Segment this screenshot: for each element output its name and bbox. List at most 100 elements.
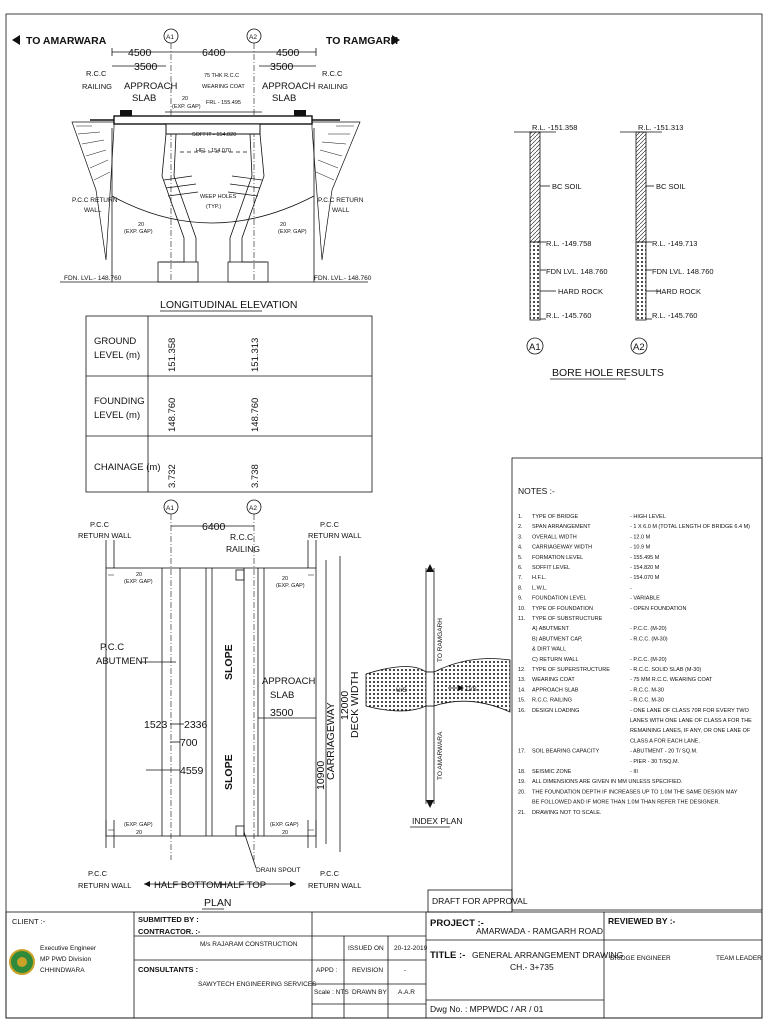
note-number: 20. — [518, 789, 526, 795]
fdn-right-label: FDN. LVL.- 148.760 — [314, 275, 372, 282]
note-key: B) ABUTMENT CAP, — [532, 636, 583, 642]
consultants-value: SAWYTECH ENGINEERING SERVICES — [198, 981, 317, 988]
index-plan: U/S D/S TO RAMGARH TO AMARWARA INDEX PLA… — [365, 564, 511, 828]
a2-tag: A2 — [633, 342, 645, 353]
revision-value: - — [404, 967, 406, 974]
notes-panel: NOTES :- 1.TYPE OF BRIDGE- HIGH LEVEL2.S… — [511, 457, 763, 911]
note-number: 5. — [518, 555, 523, 561]
note-number: 21. — [518, 810, 526, 816]
plan-dim-4559: 4559 — [180, 765, 204, 777]
note-key: SEISMIC ZONE — [532, 769, 572, 775]
ground-a1-value: 151.358 — [167, 338, 178, 372]
note-value: - 1 X 6.0 M (TOTAL LENGTH OF BRIDGE 6.4 … — [630, 524, 750, 530]
note-key: & DIRT WALL — [532, 647, 566, 653]
note-key: ALL DIMENSIONS ARE GIVEN IN MM UNLESS SP… — [532, 779, 683, 785]
exp-gap-top-2: (EXP. GAP) — [172, 104, 201, 110]
plan-axis-a1: A1 — [166, 505, 174, 512]
note-number: 3. — [518, 534, 523, 540]
a2-rl-bot: R.L. -145.760 — [652, 311, 697, 320]
axis-a2-label: A2 — [249, 34, 257, 41]
plan-axis-a2: A2 — [249, 505, 257, 512]
index-to-ramgarh: TO RAMGARH — [437, 618, 444, 662]
weep-holes-2: (TYP.) — [206, 204, 221, 210]
scale-label: Scale : NTS — [314, 989, 349, 996]
note-number: 6. — [518, 565, 523, 571]
a2-hard-rock: HARD ROCK — [656, 287, 701, 296]
note-number: 18. — [518, 769, 526, 775]
plan-slope-bottom: SLOPE — [223, 754, 235, 790]
plan-exp-bl-2: 20 — [136, 830, 142, 836]
plan-exp-tl-2: (EXP. GAP) — [124, 579, 153, 585]
note-value: - VARIABLE — [630, 596, 660, 602]
note-number: 14. — [518, 687, 526, 693]
a1-bc-soil: BC SOIL — [552, 182, 582, 191]
plan-dim-6400: 6400 — [202, 521, 226, 533]
note-key: SPAN ARRANGEMENT — [532, 524, 591, 530]
plan-approach-slab-1: APPROACH — [262, 676, 315, 687]
levels-table: GROUND LEVEL (m) FOUNDING LEVEL (m) CHAI… — [85, 315, 373, 493]
borehole-title: BORE HOLE RESULTS — [552, 367, 664, 379]
plan-exp-tl-1: 20 — [136, 572, 142, 578]
dir-right-label: TO RAMGARH — [326, 35, 398, 47]
note-number: 17. — [518, 749, 526, 755]
row-founding-label-2: LEVEL (m) — [94, 410, 140, 421]
plan-approach-slab-2: SLAB — [270, 690, 294, 701]
note-key: SOIL BEARING CAPACITY — [532, 749, 600, 755]
plan-deck-width: DECK WIDTH — [349, 672, 361, 739]
note-value: - 10.9 M — [630, 545, 651, 551]
title-block: DRAFT FOR APPROVAL CLIENT :- Executive E… — [5, 889, 763, 1019]
a2-fdn: FDN LVL. 148.760 — [652, 267, 714, 276]
notes-heading: NOTES :- — [518, 486, 555, 496]
weep-holes-1: WEEP HOLES — [200, 194, 237, 200]
dim-3500-right: 3500 — [270, 61, 294, 73]
row-ground-label-1: GROUND — [94, 336, 136, 347]
client-line-3: CHHINDWARA — [40, 967, 85, 974]
plan-pcc-abutment-1: P.C.C — [100, 642, 124, 653]
note-number: 13. — [518, 677, 526, 683]
elevation-title: LONGITUDINAL ELEVATION — [160, 299, 298, 311]
ground-a2-value: 151.313 — [250, 338, 261, 372]
note-value: - R.C.C. M-30 — [630, 687, 664, 693]
contractor-value: M/s RAJARAM CONSTRUCTION — [200, 941, 298, 948]
note-key: TYPE OF SUBSTRUCTURE — [532, 616, 603, 622]
plan-half-bottom: HALF BOTTOM — [154, 880, 221, 891]
note-key: CARRIAGEWAY WIDTH — [532, 545, 592, 551]
plan-pcc-abutment-2: ABUTMENT — [96, 656, 148, 667]
plan-view: A1 A2 6400 P.C.C RETURN WALL P.C.C RETUR… — [78, 499, 361, 910]
longitudinal-elevation: TO AMARWARA TO RAMGARH A1 A2 4500 6400 4… — [12, 28, 400, 312]
plan-dim-700: 700 — [180, 737, 198, 749]
a1-rl-top: R.L. -151.358 — [532, 123, 577, 132]
plan-drain-spout: DRAIN SPOUT — [256, 867, 300, 874]
index-us: U/S — [396, 687, 408, 694]
approach-slab-right-2: SLAB — [272, 93, 296, 104]
consultants-label: CONSULTANTS : — [138, 965, 198, 974]
a1-rl-mid: R.L. -149.758 — [546, 239, 591, 248]
note-value: - ABUTMENT - 20 T/ SQ.M. — [630, 749, 698, 755]
note-value: - PIER - 30 T/SQ.M. — [630, 759, 680, 765]
note-number: 4. — [518, 545, 523, 551]
note-key: WEARING COAT — [532, 677, 575, 683]
note-value: - P.C.C. (M-20) — [630, 626, 667, 632]
reviewed-by-label: REVIEWED BY :- — [608, 916, 676, 926]
note-key: TYPE OF BRIDGE — [532, 514, 578, 520]
exp-gap-top-1: 20 — [182, 96, 188, 102]
dim-4500-right: 4500 — [276, 47, 300, 59]
note-key: H.F.L. — [532, 575, 547, 581]
approach-slab-left-1: APPROACH — [124, 81, 177, 92]
rcc-railing-right-2: RAILING — [318, 82, 348, 91]
wearing-coat-1: 75 THK R.C.C — [204, 73, 239, 79]
note-value: - 154.820 M — [630, 565, 660, 571]
pcc-return-right-1: P.C.C RETURN — [318, 197, 364, 204]
note-value: REMAINING LANES, IF ANY, OR ONE LANE OF — [630, 728, 751, 734]
plan-exp-tr-2: (EXP. GAP) — [276, 583, 305, 589]
exp-gap-right-2: (EXP. GAP) — [278, 229, 307, 235]
submitted-by-label: SUBMITTED BY : — [138, 915, 199, 924]
left-arrow-icon — [12, 35, 20, 45]
plan-pcc-br-1: P.C.C — [320, 869, 340, 878]
issued-on-label: ISSUED ON — [348, 945, 384, 952]
exp-gap-left-2: (EXP. GAP) — [124, 229, 153, 235]
plan-exp-br-2: 20 — [282, 830, 288, 836]
plan-rcc-railing-1: R.C.C — [230, 532, 253, 542]
note-key: DESIGN LOADING — [532, 708, 579, 714]
project-value: AMARWADA - RAMGARH ROAD — [476, 926, 603, 936]
